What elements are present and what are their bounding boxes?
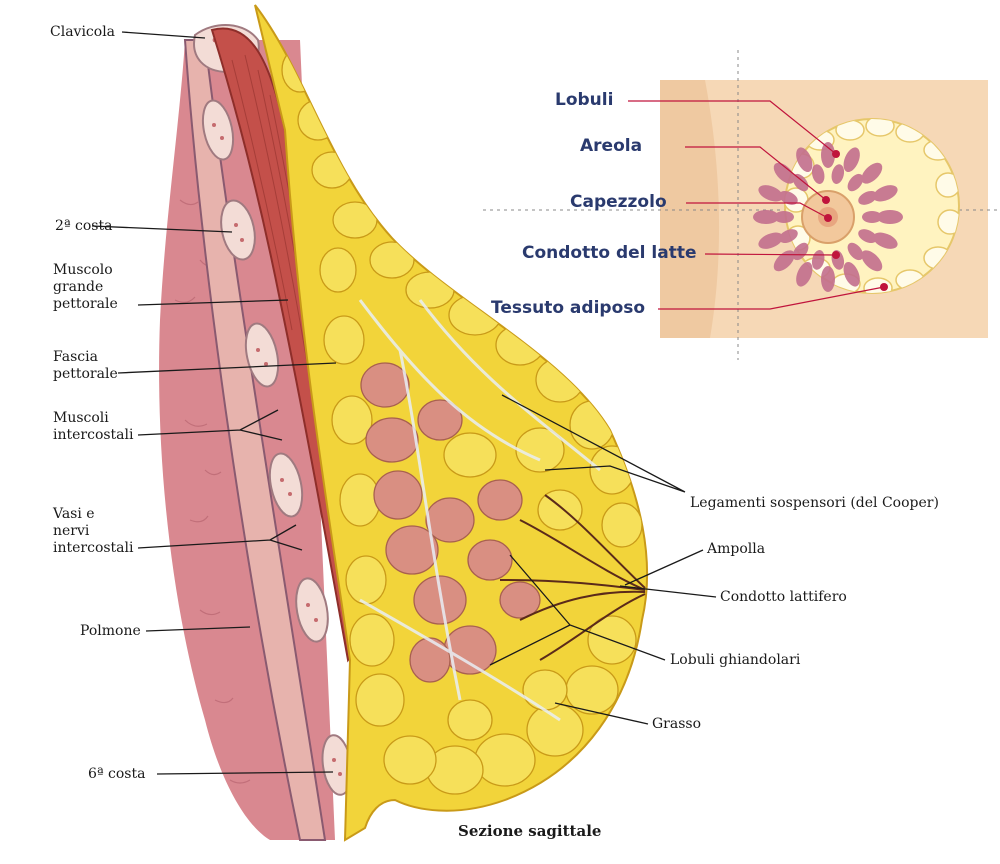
label-6a-costa: 6ª costa (88, 766, 146, 782)
label-legamenti-sospensori: Legamenti sospensori (del Cooper) (690, 495, 939, 511)
inset-lobule (796, 147, 813, 173)
inset-lobule (858, 190, 877, 205)
leader-lines (91, 31, 717, 775)
inset-lobule (847, 173, 864, 192)
fat-lobules (281, 47, 643, 795)
label-condotto-lattifero: Condotto lattifero (720, 589, 847, 605)
inset-lobule (877, 210, 903, 224)
inset-lobule (792, 242, 809, 261)
inset-lobule (796, 261, 813, 287)
inset-lobule (753, 210, 779, 224)
inset-lobule (831, 164, 845, 184)
inset-lobule (847, 242, 864, 261)
lung-texture (174, 199, 251, 784)
label-fascia-pettorale: Fascia pettorale (53, 349, 118, 382)
rib-dots (212, 123, 342, 776)
connective-septa (358, 299, 601, 722)
label-clavicola: Clavicola (50, 24, 116, 40)
inset-lobule (843, 261, 860, 287)
inset-lobule (861, 162, 883, 184)
inset-label-capezzolo: Capezzolo (570, 192, 667, 212)
inset-diagram (483, 50, 1000, 360)
label-muscolo-grande-pettorale: Muscolo grande pettorale (53, 262, 118, 312)
inset-lobule (862, 211, 882, 223)
label-grasso: Grasso (652, 716, 702, 732)
inset-lobule (858, 229, 877, 244)
inset-lobule (843, 147, 860, 173)
label-lobuli-ghiandolari: Lobuli ghiandolari (670, 652, 801, 668)
inset-lobule (821, 266, 835, 292)
inset-lobule (779, 190, 798, 205)
label-ampolla: Ampolla (707, 541, 766, 557)
inset-label-condotto-del-latte: Condotto del latte (522, 243, 697, 263)
inset-lobule (774, 211, 794, 223)
inset-leaders (628, 100, 885, 310)
ribs (201, 99, 353, 796)
inset-label-areola: Areola (580, 136, 643, 156)
inset-lobule (861, 250, 883, 272)
inset-label-tessuto-adiposo: Tessuto adiposo (491, 298, 646, 318)
inset-lobule (872, 185, 898, 202)
inset-lobule (792, 173, 809, 192)
inset-lobule (872, 232, 898, 249)
inset-lobules (753, 142, 903, 292)
glandular-tissue (360, 362, 541, 683)
label-2a-costa: 2ª costa (55, 218, 113, 234)
inset-lobule (821, 142, 835, 168)
inset-lobule (758, 185, 784, 202)
inset-lobule (773, 162, 795, 184)
label-muscoli-intercostali: Muscoli intercostali (53, 410, 134, 443)
label-vasi-nervi-intercostali: Vasi e nervi intercostali (53, 506, 134, 556)
caption-sezione-sagittale: Sezione sagittale (458, 822, 602, 840)
inset-lobule (758, 232, 784, 249)
inset-lobule (779, 229, 798, 244)
inset-label-lobuli: Lobuli (555, 90, 614, 110)
label-polmone: Polmone (80, 623, 141, 639)
inset-lobule (773, 250, 795, 272)
inset-lobule (811, 164, 825, 184)
